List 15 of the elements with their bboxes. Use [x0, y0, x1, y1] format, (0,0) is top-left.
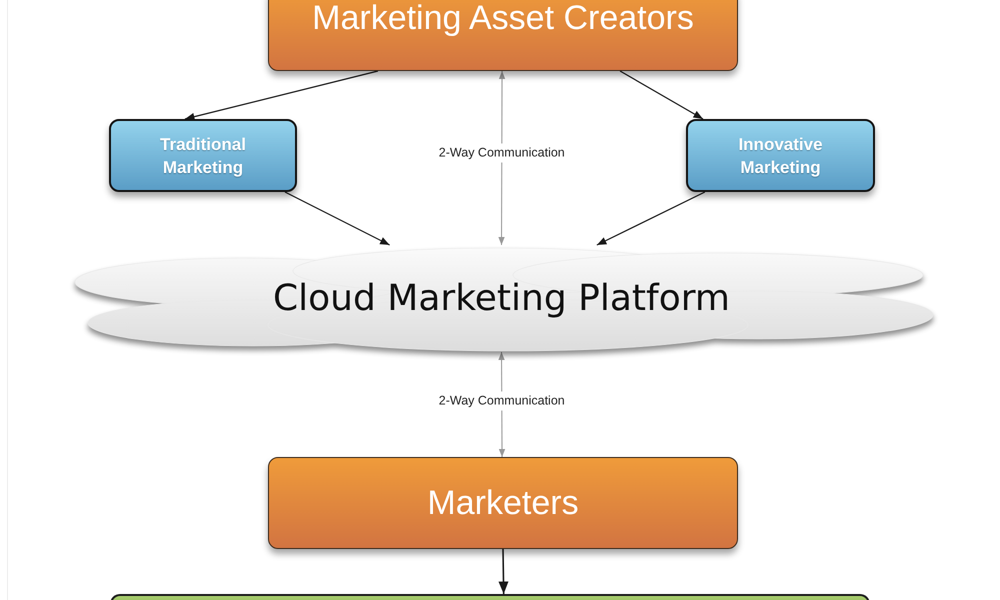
- double-arrow: [498, 71, 506, 245]
- arrow: [184, 70, 378, 120]
- process-box: [268, 457, 738, 549]
- process-box: [686, 119, 875, 192]
- node-label: Traditional Marketing: [159, 134, 247, 178]
- node-label: Cloud Marketing Platform: [273, 278, 730, 318]
- arrow: [498, 548, 508, 594]
- node-label: Marketers: [427, 486, 579, 520]
- arrow: [596, 191, 706, 246]
- arrow: [284, 191, 390, 246]
- process-box: [268, 0, 738, 71]
- arrow: [620, 70, 704, 120]
- node-label: Marketing Asset Creators: [312, 1, 694, 35]
- process-box: [109, 119, 297, 192]
- node-label: Innovative Marketing: [737, 134, 824, 178]
